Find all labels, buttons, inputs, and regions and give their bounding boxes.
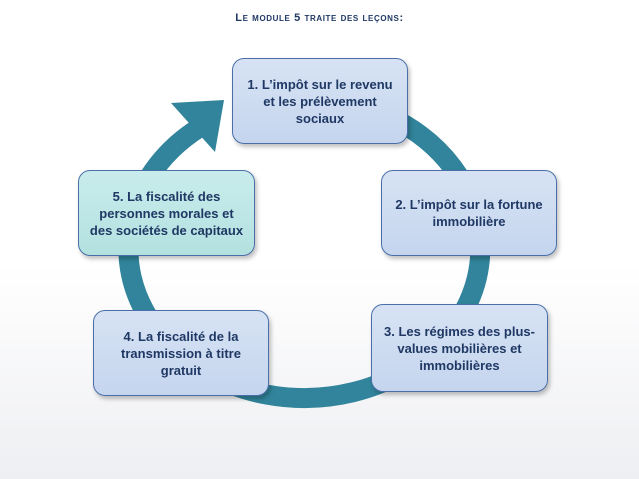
diagram-title: Le module 5 traite des leçons: xyxy=(235,12,404,24)
step-5-label: 5. La fiscalité des personnes morales et… xyxy=(89,188,244,238)
step-2-label: 2. L’impôt sur la fortune immobilière xyxy=(395,197,543,229)
step-3-box: 3. Les régimes des plus-values mobilière… xyxy=(371,304,548,392)
step-1-box: 1. L’impôt sur le revenu et les prélèvem… xyxy=(232,58,408,144)
cycle-arrowhead-icon xyxy=(171,100,224,152)
step-4-label: 4. La fiscalité de la transmission à tit… xyxy=(121,328,241,378)
step-5-box: 5. La fiscalité des personnes morales et… xyxy=(78,170,255,256)
step-4-box: 4. La fiscalité de la transmission à tit… xyxy=(93,310,269,396)
step-1-label: 1. L’impôt sur le revenu et les prélèvem… xyxy=(247,76,393,126)
step-3-label: 3. Les régimes des plus-values mobilière… xyxy=(383,323,535,373)
step-2-box: 2. L’impôt sur la fortune immobilière xyxy=(381,170,557,256)
